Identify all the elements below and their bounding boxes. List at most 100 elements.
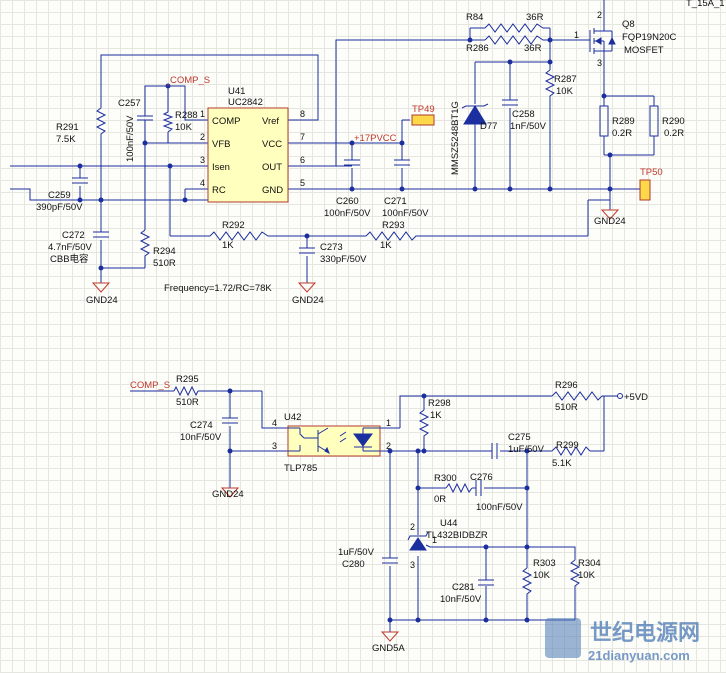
r298-resistor[interactable]: R298 1K — [418, 398, 451, 440]
svg-text:C258: C258 — [512, 109, 535, 120]
svg-text:10nF/50V: 10nF/50V — [440, 594, 482, 605]
svg-text:GND5A: GND5A — [372, 643, 405, 654]
svg-text:10nF/50V: 10nF/50V — [180, 432, 222, 443]
svg-text:C280: C280 — [342, 559, 365, 570]
svg-text:0R: 0R — [434, 494, 446, 505]
tp49-testpoint[interactable]: TP49 — [411, 104, 435, 126]
u41-pin-gnd: GND — [262, 185, 283, 196]
svg-text:FQP19N20C: FQP19N20C — [622, 32, 677, 43]
bottom-junctions — [227, 388, 530, 623]
c260-capacitor[interactable]: C260 100nF/50V — [324, 159, 371, 219]
u41-pin-comp: COMP — [212, 116, 241, 127]
watermark-url: 21dianyuan.com — [588, 648, 690, 663]
c272-capacitor[interactable]: C272 4.7nF/50V CBB电容 — [48, 230, 109, 265]
svg-text:7.5K: 7.5K — [56, 134, 76, 145]
r296-resistor[interactable]: R296 510R — [551, 380, 604, 413]
q8-mosfet[interactable]: 2 1 3 Q8 FQP19N20C MOSFET — [574, 10, 677, 68]
r286-resistor[interactable]: R286 36R — [466, 35, 545, 54]
svg-text:C272: C272 — [62, 230, 85, 241]
u41-num-1: 1 — [200, 109, 205, 119]
r84-resistor[interactable]: R84 36R — [466, 12, 545, 33]
svg-text:1: 1 — [432, 535, 437, 545]
c259-capacitor[interactable]: C259 390pF/50V — [36, 177, 88, 213]
svg-text:R293: R293 — [382, 220, 405, 231]
r300-resistor[interactable]: R300 0R — [434, 473, 473, 505]
svg-text:R298: R298 — [428, 398, 451, 409]
ground-symbol: GND5A — [372, 631, 405, 654]
ground-symbol: GND24 — [594, 209, 626, 227]
svg-text:10K: 10K — [578, 570, 596, 581]
svg-text:3: 3 — [597, 58, 602, 68]
svg-text:C276: C276 — [470, 472, 493, 483]
svg-text:100nF/50V: 100nF/50V — [324, 208, 371, 219]
svg-text:GND24: GND24 — [86, 295, 118, 306]
svg-text:C274: C274 — [190, 420, 213, 431]
svg-text:0.2R: 0.2R — [664, 128, 684, 139]
vd-net: +5VD — [617, 392, 648, 403]
r289-resistor[interactable]: R289 0.2R — [599, 105, 635, 139]
u41-pin-vref: Vref — [262, 116, 279, 127]
r299-resistor[interactable]: R299 5.1K — [551, 440, 591, 469]
c273-capacitor[interactable]: C273 330pF/50V — [299, 242, 367, 265]
svg-text:R299: R299 — [556, 440, 579, 451]
u41-num-4: 4 — [200, 178, 205, 188]
svg-text:510R: 510R — [176, 397, 199, 408]
svg-text:GND24: GND24 — [212, 489, 244, 500]
svg-text:D77: D77 — [480, 121, 497, 132]
tp50-testpoint[interactable]: TP50 — [639, 167, 663, 201]
svg-text:100nF/50V: 100nF/50V — [476, 502, 523, 513]
c258-capacitor[interactable]: C258 1nF/50V — [502, 99, 547, 132]
c280-capacitor[interactable]: 1uF/50V C280 — [338, 547, 398, 570]
watermark-logo: 世纪电源网 21dianyuan.com — [545, 618, 700, 663]
u44-shunt-regulator[interactable]: 2 1 3 U44 TL432BIDBZR — [407, 518, 488, 570]
r304-resistor[interactable]: R304 10K — [569, 558, 601, 590]
r292-resistor[interactable]: R292 1K — [209, 220, 270, 251]
r287-resistor[interactable]: R287 10K — [544, 69, 577, 100]
svg-text:1K: 1K — [430, 410, 442, 421]
c257-capacitor[interactable]: C257 100nF/50V — [118, 98, 153, 162]
svg-text:R296: R296 — [555, 380, 578, 391]
svg-text:R289: R289 — [612, 116, 635, 127]
svg-text:MOSFET: MOSFET — [624, 45, 664, 56]
r290-resistor[interactable]: R290 0.2R — [649, 105, 685, 139]
r293-resistor[interactable]: R293 1K — [365, 220, 418, 251]
svg-text:C257: C257 — [118, 98, 141, 109]
svg-text:1nF/50V: 1nF/50V — [510, 121, 547, 132]
svg-text:C259: C259 — [48, 190, 71, 201]
r303-resistor[interactable]: R303 10K — [521, 558, 556, 598]
r288-resistor[interactable]: R288 10K — [162, 110, 198, 133]
svg-text:R291: R291 — [56, 122, 79, 133]
r294-resistor[interactable]: R294 510R — [139, 229, 176, 269]
net-pvcc: +17PVCC — [354, 133, 397, 144]
svg-text:U42: U42 — [284, 412, 301, 423]
svg-text:R304: R304 — [578, 558, 601, 569]
r291-resistor[interactable]: R291 7.5K — [56, 107, 107, 145]
u41-pin-vcc: VCC — [262, 139, 282, 150]
svg-text:GND24: GND24 — [292, 295, 324, 306]
svg-text:R292: R292 — [222, 220, 245, 231]
svg-text:1uF/50V: 1uF/50V — [508, 444, 545, 455]
svg-text:TL432BIDBZR: TL432BIDBZR — [426, 530, 488, 541]
c276-capacitor[interactable]: C276 100nF/50V — [470, 472, 523, 513]
svg-text:U44: U44 — [440, 518, 457, 529]
c281-capacitor[interactable]: C281 10nF/50V — [440, 579, 494, 605]
svg-text:GND24: GND24 — [594, 216, 626, 227]
d77-zener[interactable]: D77 MMSZ5248BT1G — [450, 98, 497, 175]
top-wires — [10, 0, 655, 283]
c275-capacitor[interactable]: C275 1uF/50V — [491, 432, 545, 459]
svg-text:2: 2 — [410, 522, 415, 532]
svg-text:1: 1 — [386, 418, 391, 428]
u42-optocoupler[interactable]: U42 TLP785 4 3 1 2 — [272, 412, 391, 474]
u41-num-6: 6 — [300, 155, 305, 165]
svg-text:5.1K: 5.1K — [552, 458, 572, 469]
svg-text:R286: R286 — [466, 43, 489, 54]
svg-text:R290: R290 — [662, 116, 685, 127]
svg-text:C260: C260 — [336, 196, 359, 207]
c271-capacitor[interactable]: C271 100nF/50V — [382, 159, 429, 219]
r295-resistor[interactable]: R295 510R — [173, 374, 199, 408]
c274-capacitor[interactable]: C274 10nF/50V — [180, 417, 238, 443]
frequency-note: Frequency=1.72/RC=78K — [164, 283, 272, 294]
u41-pin-isen: Isen — [212, 162, 230, 173]
u41-controller[interactable]: U41 UC2842 COMP VFB Isen RC Vref VCC OUT… — [200, 86, 305, 203]
net-comp-s-bottom: COMP_S — [130, 380, 170, 391]
